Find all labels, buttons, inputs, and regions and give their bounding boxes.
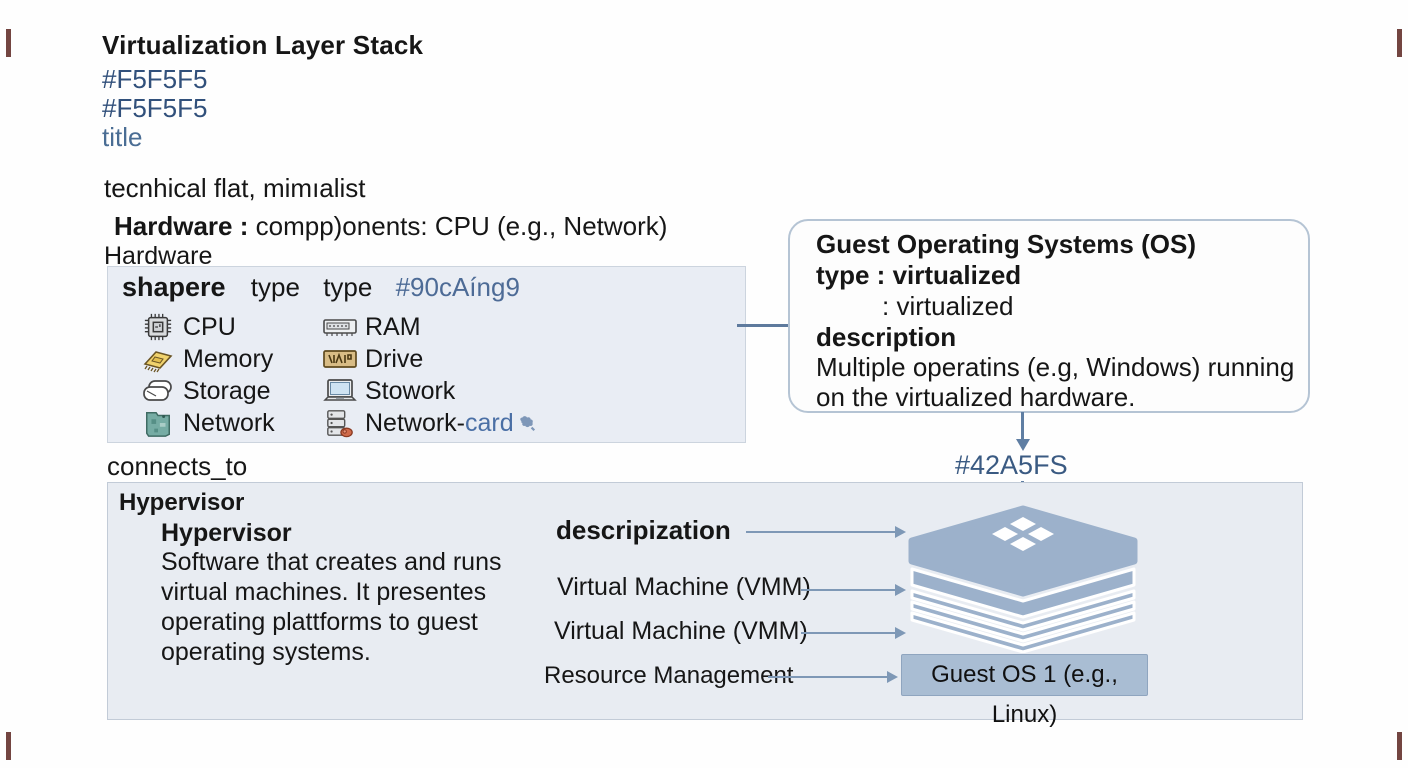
list-item: Drive — [320, 343, 540, 375]
hardware-components-key: Hardware : — [114, 211, 249, 241]
hardware-box-header: shapere type type #90cAíng9 — [122, 272, 520, 303]
storage-icon — [138, 377, 178, 405]
edge-artifact — [6, 732, 11, 760]
guest-os-description-label: description — [816, 322, 957, 352]
type-word: type — [323, 272, 373, 302]
arrow-down-icon — [1016, 412, 1030, 451]
guest-os-description-line-2: on the virtualized hardware. — [816, 382, 1136, 412]
hypervisor-description-line: operating plattforms to guest — [161, 608, 478, 636]
hardware-item-label: Drive — [365, 344, 424, 373]
hardware-item-label: Stowork — [365, 376, 456, 405]
network-board-icon — [138, 408, 178, 438]
guest-os-type-line: type : virtualized — [816, 260, 1022, 290]
hardware-item-label: Memory — [183, 344, 274, 373]
edge-artifact — [6, 29, 11, 57]
hardware-item-label: RAM — [365, 312, 421, 341]
list-item: Stowork — [320, 375, 540, 407]
layer-stack-icon — [904, 503, 1142, 654]
hypervisor-description-line: operating systems. — [161, 638, 371, 666]
style-note: tecnhical flat, mimıalist — [104, 173, 366, 203]
layer-row-label: Virtual Machine (VMM) — [557, 573, 811, 601]
list-item: Network-card — [320, 407, 540, 439]
guest-os-type-line-2: : virtualized — [882, 291, 1014, 321]
arrow-right-icon — [768, 671, 898, 683]
hard-drive-icon — [320, 347, 360, 371]
hardware-hex-label: #90cAíng9 — [395, 272, 520, 302]
edge-artifact — [1397, 29, 1402, 57]
hex-label-2: #F5F5F5 — [102, 93, 208, 123]
hardware-column-1: CPU Memory Storage Network — [138, 311, 275, 439]
guest-os-chip: Guest OS 1 (e.g., Linux) — [901, 654, 1148, 728]
hardware-item-label: CPU — [183, 312, 236, 341]
connector-line — [737, 324, 790, 327]
laptop-icon — [320, 377, 360, 405]
arrow-hex-label: #42A5FS — [955, 450, 1068, 480]
list-item: Storage — [138, 375, 275, 407]
puzzle-icon — [514, 413, 540, 433]
list-item: Network — [138, 407, 275, 439]
guest-os-box: Guest Operating Systems (OS) type : virt… — [788, 219, 1310, 413]
arrow-right-icon — [746, 526, 906, 538]
hardware-box-title: shapere — [122, 272, 226, 302]
hex-label-1: #F5F5F5 — [102, 64, 208, 94]
edge-artifact — [1397, 732, 1402, 760]
arrow-right-icon — [801, 584, 906, 596]
layer-row-label: Virtual Machine (VMM) — [554, 617, 808, 645]
hardware-item-label-accent: card — [465, 408, 514, 437]
list-item: RAM — [320, 311, 540, 343]
hypervisor-box: Hypervisor Hypervisor Software that crea… — [107, 482, 1303, 728]
hardware-column-2: RAM Drive Stowork Network-card — [320, 311, 540, 439]
memory-chip-icon — [138, 345, 178, 373]
connects-to-label: connects_to — [107, 451, 248, 481]
hardware-box: shapere type type #90cAíng9 CPU Memory S… — [107, 266, 746, 443]
guest-os-description-line-1: Multiple operatins (e.g, Windows) runnin… — [816, 352, 1295, 382]
layer-row-label: descripization — [556, 515, 731, 545]
cpu-icon — [138, 312, 178, 342]
server-mouse-icon — [320, 408, 360, 438]
list-item: Memory — [138, 343, 275, 375]
hardware-components-value: compp)onents: CPU (e.g., Network) — [248, 211, 668, 241]
hardware-item-label-main: Network- — [365, 408, 466, 437]
hardware-item-label: Network — [183, 408, 275, 437]
arrow-right-icon — [801, 627, 906, 639]
hardware-item-label: Network-card — [365, 409, 514, 438]
hardware-box-label: Hardware — [104, 242, 213, 270]
hypervisor-description-line: virtual machines. It presentes — [161, 578, 487, 606]
list-item: CPU — [138, 311, 275, 343]
ram-stick-icon — [320, 315, 360, 339]
hypervisor-box-title: Hypervisor — [119, 489, 245, 516]
type-word: type — [250, 272, 300, 302]
hardware-item-label: Storage — [183, 376, 271, 405]
hypervisor-description-line: Software that creates and runs — [161, 548, 502, 576]
title-caption: title — [102, 122, 143, 152]
hypervisor-description: Software that creates and runs virtual m… — [161, 547, 501, 667]
hypervisor-subtitle: Hypervisor — [161, 519, 292, 547]
guest-os-title: Guest Operating Systems (OS) — [816, 229, 1196, 259]
layer-row-label: Resource Management — [544, 662, 794, 689]
page-title: Virtualization Layer Stack — [102, 30, 424, 60]
hardware-components-line: Hardware : compp)onents: CPU (e.g., Netw… — [114, 211, 667, 242]
